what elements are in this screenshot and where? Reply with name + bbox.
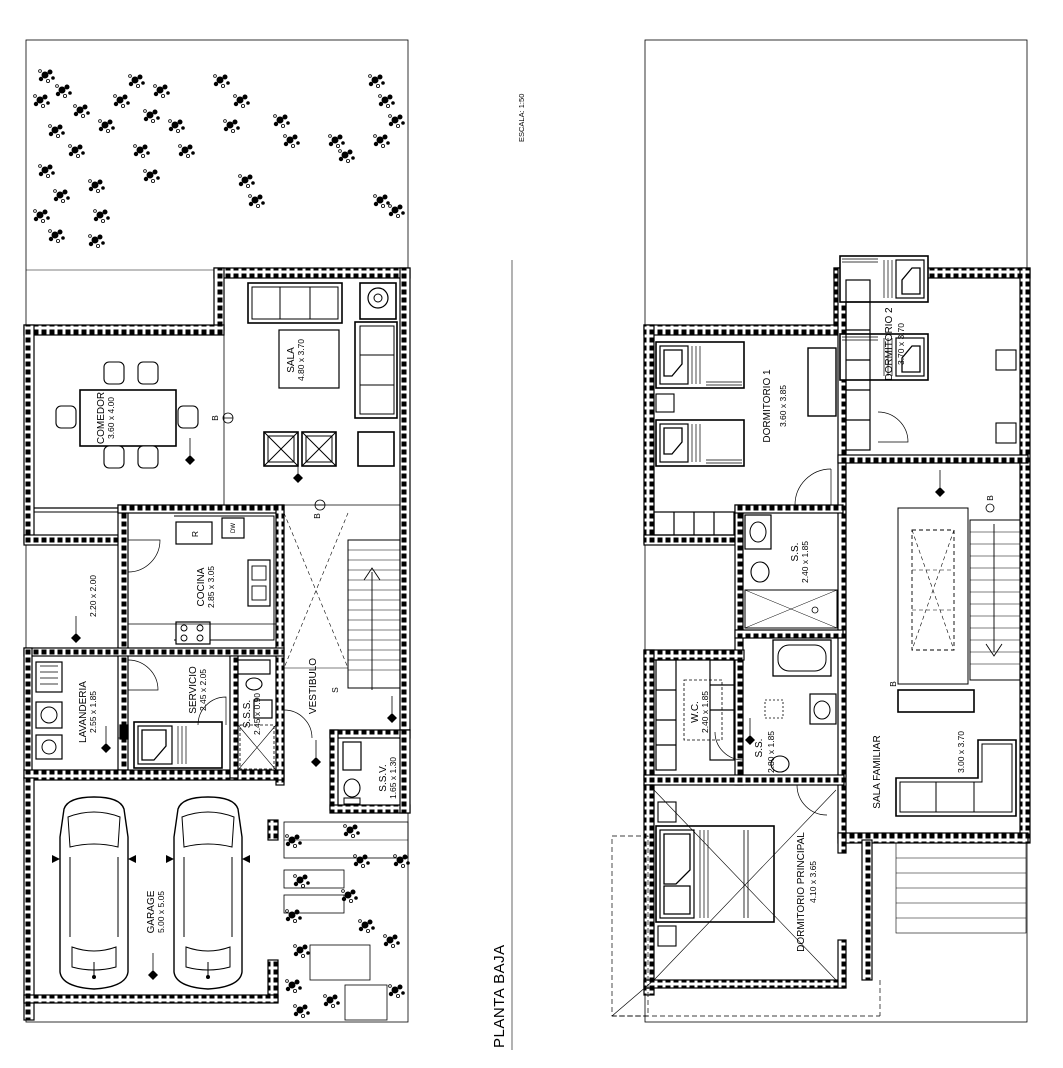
dining-table bbox=[55, 361, 199, 469]
dorm2-beds bbox=[839, 255, 1017, 444]
lavanderia-name: LAVANDERIA bbox=[78, 681, 89, 743]
upper-stair bbox=[897, 503, 1021, 685]
bath2-name: S.S. bbox=[754, 739, 765, 758]
garden-shrubs bbox=[33, 69, 406, 249]
dorm1-closet bbox=[653, 511, 735, 536]
bath1-fixtures bbox=[744, 514, 838, 629]
dorm2-closet bbox=[845, 279, 871, 451]
fridge-label: R bbox=[190, 531, 200, 537]
master-bed bbox=[655, 801, 775, 947]
bath2-dims: 2.80 x 1.85 bbox=[766, 731, 776, 773]
bath1-name: S.S. bbox=[790, 543, 801, 562]
wc-dims: 2.40 x 1.85 bbox=[700, 691, 710, 733]
living-furniture bbox=[247, 282, 398, 467]
servicio-dims: 2.45 x 2.05 bbox=[198, 669, 208, 711]
sala-name: SALA bbox=[286, 347, 297, 373]
ssv-name: S.S.V. bbox=[378, 764, 389, 791]
upper-section-b: B bbox=[985, 495, 995, 501]
dorm1-dims: 3.60 x 3.85 bbox=[778, 385, 788, 427]
ground-walls bbox=[23, 267, 411, 1021]
comedor-name: COMEDOR bbox=[96, 392, 107, 444]
garage-name: GARAGE bbox=[146, 890, 157, 933]
ground-floor-title: PLANTA BAJA bbox=[491, 944, 508, 1048]
cocina-dims: 2.85 x 3.05 bbox=[206, 566, 216, 608]
dorm1-name: DORMITORIO 1 bbox=[762, 369, 773, 443]
section-markers bbox=[222, 412, 326, 511]
entry-steps bbox=[283, 821, 409, 1021]
ground-floor-plan: COMEDOR 3.60 x 4.00 SALA 4.80 x 3.70 COC… bbox=[23, 39, 411, 1023]
family-room-name: SALA FAMILIAR bbox=[872, 735, 883, 808]
wc-closet bbox=[655, 659, 735, 771]
bath1-dims: 2.40 x 1.85 bbox=[800, 541, 810, 583]
garage-dims: 5.00 x 5.05 bbox=[156, 891, 166, 933]
master-bedroom-name: DORMITORIO PRINCIPAL bbox=[796, 832, 807, 952]
family-room-dims: 3.00 x 3.70 bbox=[956, 731, 966, 773]
cocina-name: COCINA bbox=[196, 567, 207, 606]
kitchen-fixtures bbox=[128, 515, 276, 645]
upper-walls bbox=[643, 267, 1031, 996]
stair-up-mark: S bbox=[330, 687, 340, 693]
dorm2-name: DORMITORIO 2 bbox=[884, 307, 895, 381]
wc-name: W.C. bbox=[690, 701, 701, 723]
ground-partitions bbox=[33, 278, 400, 536]
ground-bath-fixtures bbox=[237, 659, 362, 805]
laundry-fixtures bbox=[35, 661, 63, 760]
front-terrace bbox=[895, 842, 1027, 934]
sss-name: S.S.S. bbox=[242, 700, 253, 728]
ground-doors bbox=[118, 539, 313, 760]
master-balcony bbox=[611, 789, 881, 1017]
dorm1-beds bbox=[655, 341, 837, 467]
upper-room-labels: DORMITORIO 1 3.60 x 3.85 DORMITORIO 2 3.… bbox=[690, 307, 995, 952]
section-b-label-1: B bbox=[210, 415, 220, 421]
ssv-dims: 1.65 x 1.30 bbox=[388, 757, 398, 799]
patio-dims: 2.20 x 2.00 bbox=[88, 575, 98, 617]
ground-stair bbox=[283, 512, 401, 690]
ground-room-labels: COMEDOR 3.60 x 4.00 SALA 4.80 x 3.70 COC… bbox=[78, 339, 398, 934]
service-bed bbox=[133, 721, 223, 769]
bath2-fixtures bbox=[764, 639, 837, 773]
upper-doors bbox=[714, 411, 909, 816]
sss-dims: 2.45 x 0.90 bbox=[252, 693, 262, 735]
upper-floor-plan: DORMITORIO 1 3.60 x 3.85 DORMITORIO 2 3.… bbox=[611, 39, 1031, 1023]
master-bedroom-dims: 4.10 x 3.65 bbox=[808, 861, 818, 903]
vestibulo-name: VESTIBULO bbox=[308, 658, 319, 714]
dishwasher-label: DW bbox=[231, 523, 237, 533]
sala-dims: 4.80 x 3.70 bbox=[296, 339, 306, 381]
dorm2-dims: 3.70 x 3.70 bbox=[896, 323, 906, 365]
comedor-dims: 3.60 x 4.00 bbox=[106, 397, 116, 439]
upper-stair-mark: B bbox=[888, 681, 898, 687]
section-b-label-2: B bbox=[312, 513, 322, 519]
scale-label: ESCALA: 1:50 bbox=[517, 94, 526, 142]
servicio-name: SERVICIO bbox=[188, 666, 199, 714]
family-room-furniture bbox=[895, 689, 1017, 817]
entry-shrubs bbox=[285, 824, 411, 1019]
lavanderia-dims: 2.55 x 1.85 bbox=[88, 691, 98, 733]
